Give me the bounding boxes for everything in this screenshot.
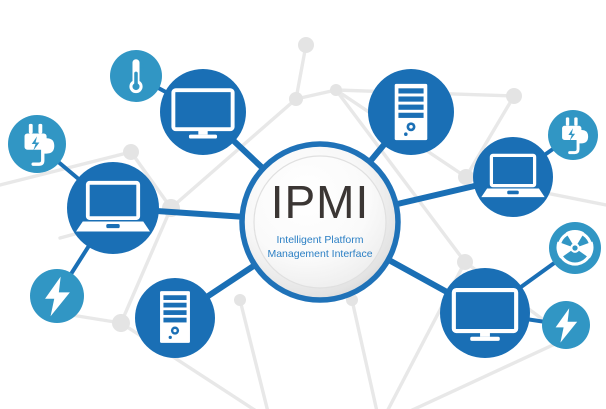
node-power-plug-left[interactable] [8, 115, 66, 173]
server-tower-icon [394, 83, 428, 141]
hub-subtitle-line2: Management Interface [267, 248, 372, 260]
node-lightning-left[interactable] [30, 269, 84, 323]
node-radiation-fan[interactable] [549, 222, 601, 274]
hub-inner-disc [253, 155, 387, 289]
node-thermometer[interactable] [110, 50, 162, 102]
node-server-top-right[interactable] [368, 69, 454, 155]
node-monitor-top-left[interactable] [160, 69, 246, 155]
node-laptop-left[interactable] [67, 162, 159, 254]
server-tower-icon [160, 291, 190, 343]
node-power-plug-right[interactable] [548, 110, 598, 160]
laptop-icon [479, 153, 547, 199]
node-lightning-right[interactable] [542, 301, 590, 349]
hub-center[interactable]: IPMI Intelligent Platform Management Int… [239, 141, 401, 303]
hub-title: IPMI [271, 176, 370, 228]
hub-subtitle-line1: Intelligent Platform [277, 234, 364, 246]
node-server-bottom-left[interactable] [135, 278, 215, 358]
node-monitor-bottom-right[interactable] [440, 268, 530, 358]
laptop-icon [74, 180, 152, 234]
node-laptop-right[interactable] [473, 137, 553, 217]
